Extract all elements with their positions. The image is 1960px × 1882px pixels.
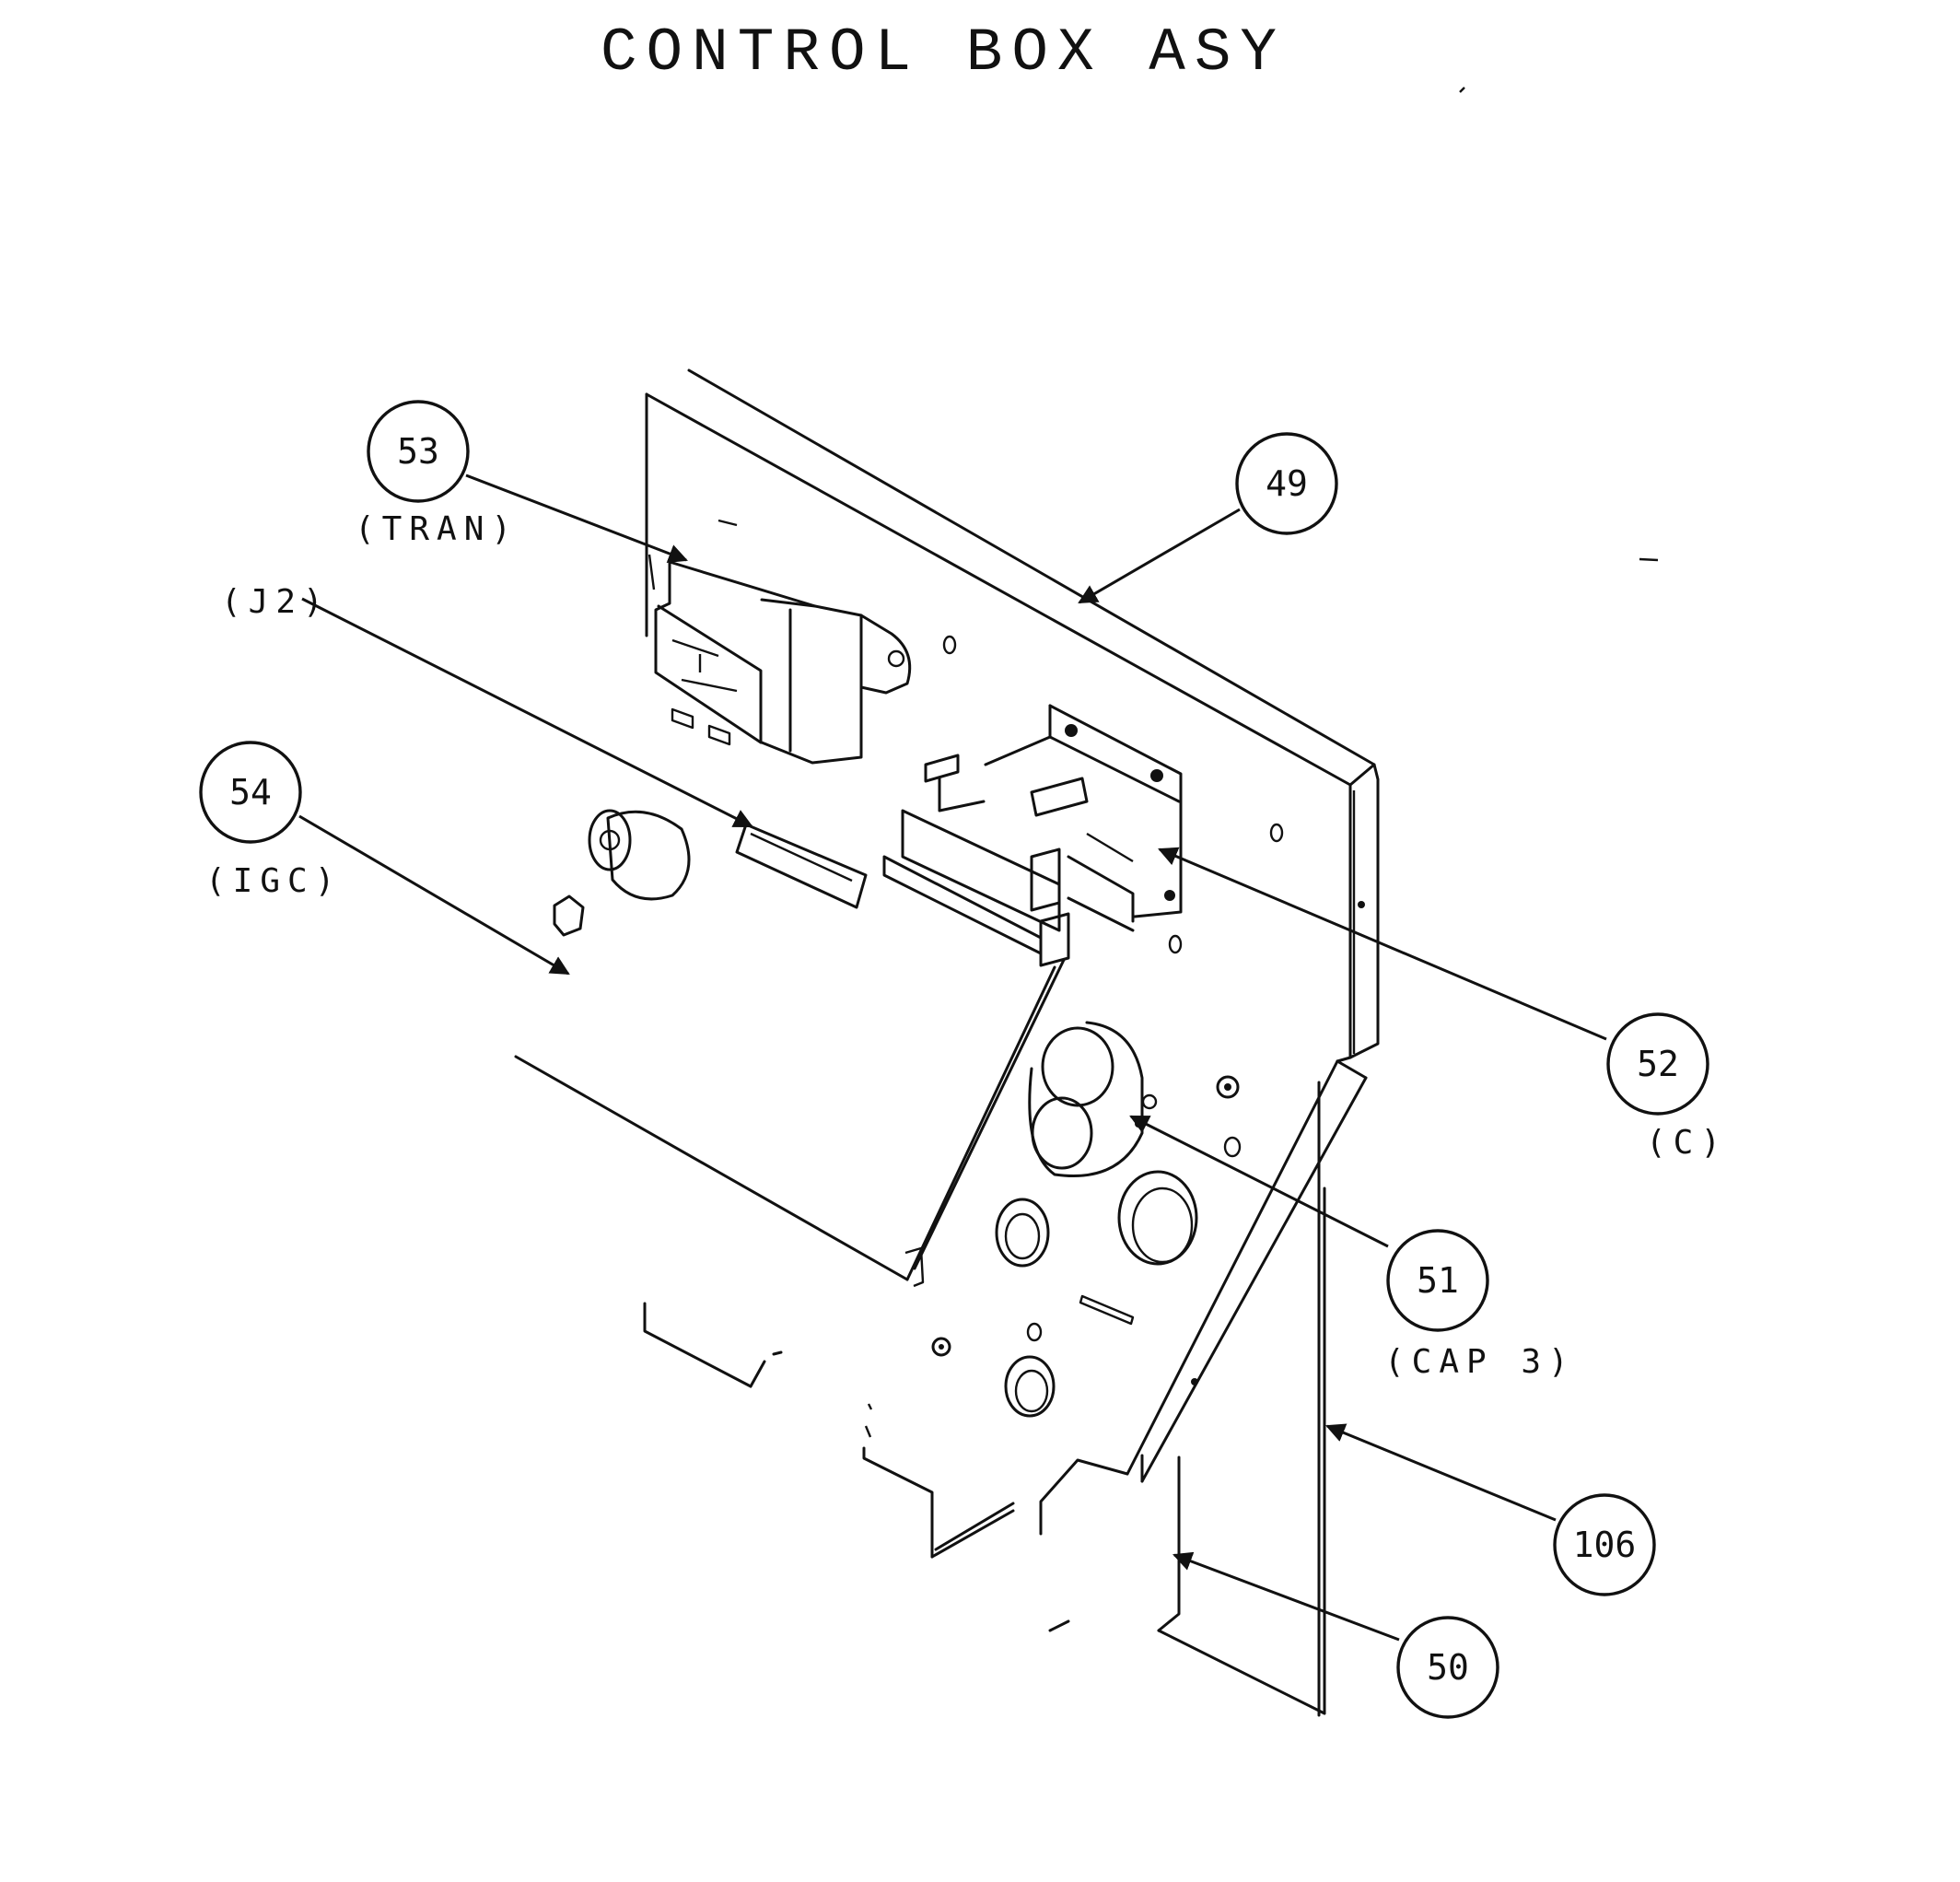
callout-label: (IGC)	[205, 862, 342, 900]
callout-number: 52	[1637, 1044, 1679, 1084]
contactor	[882, 704, 1183, 967]
bracket-plate	[931, 1021, 1368, 1715]
leader-lines	[298, 473, 1607, 1642]
callout-number: 49	[1266, 463, 1308, 504]
callout-number: 53	[397, 431, 439, 472]
callout-53: 53 (TRAN)	[355, 400, 519, 548]
callout-106: 106	[1553, 1493, 1656, 1596]
diagram-title: CONTROL BOX ASY	[601, 18, 1286, 88]
callout-number: 51	[1417, 1260, 1459, 1301]
callout-label: (CAP 3)	[1384, 1343, 1576, 1381]
callout-50: 50	[1396, 1616, 1499, 1719]
callout-number: 50	[1427, 1647, 1469, 1688]
callout-label: (TRAN)	[355, 510, 519, 548]
callout-number: 54	[229, 772, 272, 812]
callout-label: (C)	[1646, 1124, 1728, 1162]
callout-bubble	[1606, 1012, 1709, 1116]
callout-label: (J2)	[221, 583, 331, 621]
igc-board	[514, 809, 1066, 1288]
callout-j2: (J2)	[221, 583, 331, 621]
callout-number: 106	[1573, 1525, 1637, 1565]
callout-bubble	[199, 741, 302, 844]
callout-bubble	[1396, 1616, 1499, 1719]
callout-54: 54 (IGC)	[199, 741, 342, 900]
callout-bubble	[1553, 1493, 1656, 1596]
callout-bubble	[367, 400, 470, 503]
mounting-plate	[645, 368, 1380, 1063]
transformer	[648, 519, 912, 765]
callout-bubble	[1235, 432, 1338, 535]
callout-49: 49	[1235, 432, 1338, 535]
callout-bubble	[1386, 1229, 1489, 1332]
callout-52: 52 (C)	[1606, 1012, 1728, 1162]
chassis-outline	[643, 87, 1659, 1717]
callout-51: 51 (CAP 3)	[1384, 1229, 1576, 1381]
j2-connector	[735, 823, 868, 909]
